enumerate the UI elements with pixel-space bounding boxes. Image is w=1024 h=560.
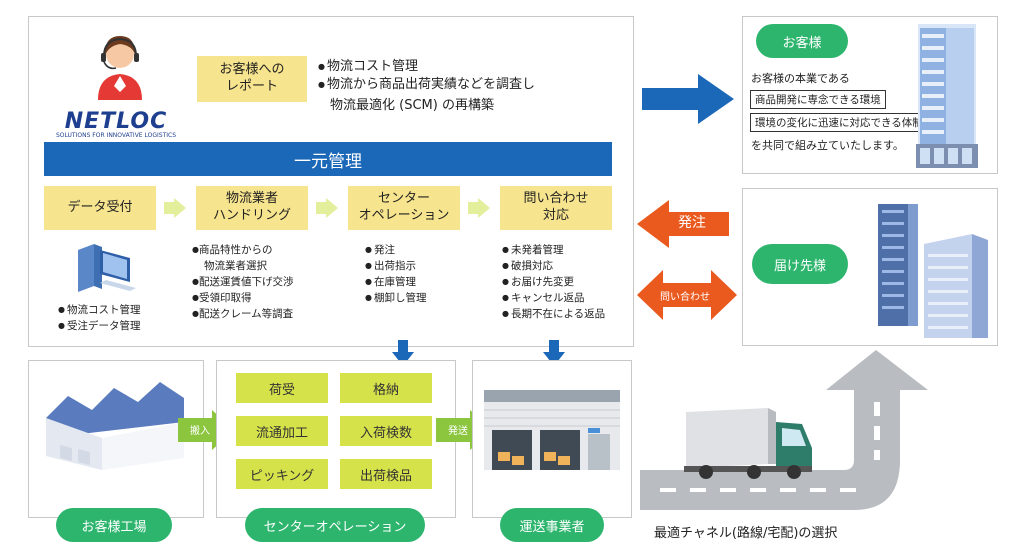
truck-icon bbox=[684, 408, 812, 479]
step-inquiry-handling: 問い合わせ 対応 bbox=[500, 186, 612, 230]
step-bullet-continuation: 物流業者選択 bbox=[204, 260, 267, 272]
step-inquiry-bullets: 未発着管理 破損対応 お届け先変更 キャンセル返品 長期不在による返品 bbox=[502, 242, 605, 322]
customer-line2: を共同で組み立ていたします。 bbox=[751, 139, 904, 152]
factory-title: お客様工場 bbox=[56, 508, 172, 542]
step-bullet: ●受領印取得 bbox=[192, 292, 252, 304]
step-data-reception: データ受付 bbox=[44, 186, 156, 230]
step-center-bullets: 発注 出荷指示 在庫管理 棚卸し管理 bbox=[365, 242, 427, 306]
op-picking: ピッキング bbox=[236, 459, 328, 489]
step-bullet: 出荷指示 bbox=[365, 258, 426, 274]
op-inspection: 入荷検数 bbox=[340, 416, 432, 446]
step-bullet: ●配送運賃値下げ交渉 bbox=[192, 276, 294, 288]
step-bullet: 受注データ管理 bbox=[58, 318, 141, 334]
step-bullet: 破損対応 bbox=[502, 258, 605, 274]
order-label: 発注 bbox=[678, 215, 706, 231]
customer-line1: お客様の本業である bbox=[751, 72, 850, 85]
customer-box-agile-system: 環境の変化に迅速に対応できる体制 bbox=[750, 113, 928, 132]
step-bullet: 物流コスト管理 bbox=[58, 302, 141, 318]
inquiry-double-arrow-icon bbox=[637, 270, 737, 320]
office-towers-icon bbox=[878, 204, 988, 338]
op-shipping-check: 出荷検品 bbox=[340, 459, 432, 489]
transport-title: 運送事業者 bbox=[500, 508, 604, 542]
svg-text:NETLOC: NETLOC bbox=[65, 109, 168, 134]
step-bullet: 棚卸し管理 bbox=[365, 290, 427, 306]
step-bullet: キャンセル返品 bbox=[502, 290, 605, 306]
warehouse-icon bbox=[484, 390, 620, 470]
central-management-banner: 一元管理 bbox=[44, 142, 612, 176]
step-carrier-handling: 物流業者 ハンドリング bbox=[196, 186, 308, 230]
factory-icon bbox=[46, 382, 184, 470]
op-storage: 格納 bbox=[340, 373, 432, 403]
step-carrier-bullets: ●商品特性からの 物流業者選択 ●配送運賃値下げ交渉 ●受領印取得 ●配送クレー… bbox=[192, 242, 293, 322]
report-continuation: 物流最適化 (SCM) の再構築 bbox=[330, 98, 494, 113]
svg-text:SOLUTIONS FOR INNOVATIVE LOGIS: SOLUTIONS FOR INNOVATIVE LOGISTICS bbox=[56, 132, 176, 139]
report-bullets: 物流コスト管理 物流から商品出荷実績などを調査し bbox=[318, 58, 535, 94]
step-bullet: お届け先変更 bbox=[502, 274, 605, 290]
report-box: お客様への レポート bbox=[197, 56, 307, 102]
inquiry-label: 問い合わせ bbox=[660, 292, 710, 303]
arrow-right-icon bbox=[642, 74, 734, 124]
step-center-operation: センター オペレーション bbox=[348, 186, 460, 230]
arrow-down-icon bbox=[392, 340, 414, 366]
chevron-right-icon bbox=[164, 198, 186, 218]
report-bullet: 物流コスト管理 bbox=[318, 58, 535, 76]
building-icon bbox=[916, 24, 978, 168]
step-bullet: 発注 bbox=[365, 242, 426, 258]
order-method-label: WEB/メール/FAX bbox=[672, 236, 719, 243]
step-bullet: 未発着管理 bbox=[502, 242, 605, 258]
step-bullet: 在庫管理 bbox=[365, 274, 426, 290]
ship-label: 発送 bbox=[448, 426, 468, 437]
computer-icon bbox=[78, 244, 136, 292]
customer-box-dev-environment: 商品開発に専念できる環境 bbox=[750, 90, 886, 109]
delivery-title: 届け先様 bbox=[752, 244, 848, 284]
center-operation-title: センターオペレーション bbox=[245, 508, 425, 542]
customer-title: お客様 bbox=[756, 24, 848, 58]
report-bullet: 物流から商品出荷実績などを調査し bbox=[318, 76, 535, 94]
carry-in-label: 搬入 bbox=[190, 426, 210, 437]
step-bullet: 長期不在による返品 bbox=[502, 306, 605, 322]
op-processing: 流通加工 bbox=[236, 416, 328, 446]
channel-caption: 最適チャネル(路線/宅配)の選択 bbox=[654, 526, 838, 541]
chevron-right-icon bbox=[468, 198, 490, 218]
step-bullet: ●商品特性からの bbox=[192, 244, 273, 256]
order-arrow-left-icon bbox=[637, 200, 729, 248]
op-receiving: 荷受 bbox=[236, 373, 328, 403]
netloc-logo: NETLOC SOLUTIONS FOR INNOVATIVE LOGISTIC… bbox=[56, 109, 176, 139]
step-bullet: ●配送クレーム等調査 bbox=[192, 308, 294, 320]
operator-icon bbox=[98, 36, 142, 100]
arrow-down-icon bbox=[543, 340, 565, 366]
step-data-bullets: 物流コスト管理 受注データ管理 bbox=[58, 302, 141, 334]
chevron-right-icon bbox=[316, 198, 338, 218]
